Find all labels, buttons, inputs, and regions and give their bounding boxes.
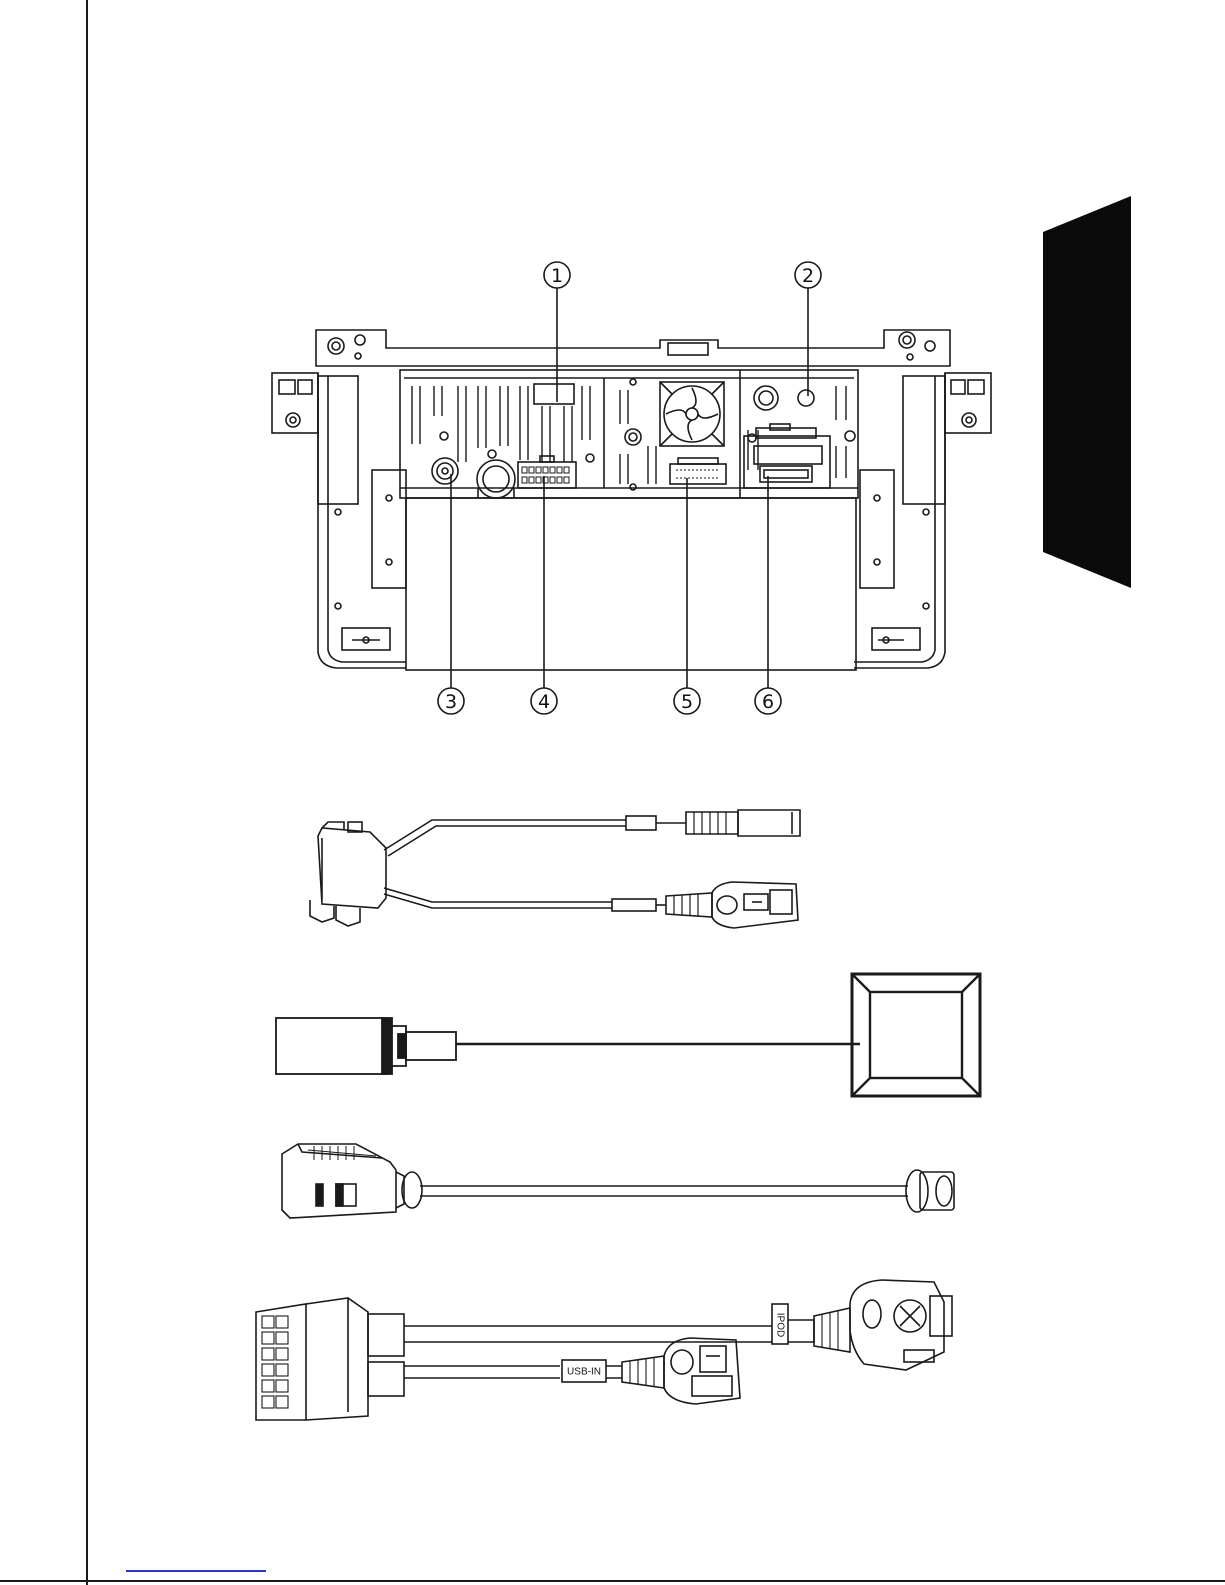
ipod-usb-cable: IPOD USB-IN: [0, 1270, 1225, 1430]
ipod-cable-label: IPOD: [775, 1313, 786, 1337]
gps-antenna-cable: [0, 960, 1225, 1100]
callout-5: 5: [681, 691, 693, 713]
callout-3: 3: [445, 691, 457, 713]
usb-in-cable-label: USB-IN: [567, 1367, 601, 1378]
radio-antenna-adapter: [0, 1130, 1225, 1240]
callout-2: 2: [802, 265, 814, 287]
callout-6: 6: [762, 691, 774, 713]
callout-4: 4: [538, 691, 550, 713]
bottom-rule: [0, 1580, 1225, 1582]
rear-panel-diagram: 1 2 3 4 5 6: [0, 0, 1225, 760]
callout-1: 1: [551, 265, 563, 287]
footer-link-underline[interactable]: [126, 1570, 266, 1572]
aux-usb-y-cable: [0, 790, 1225, 950]
